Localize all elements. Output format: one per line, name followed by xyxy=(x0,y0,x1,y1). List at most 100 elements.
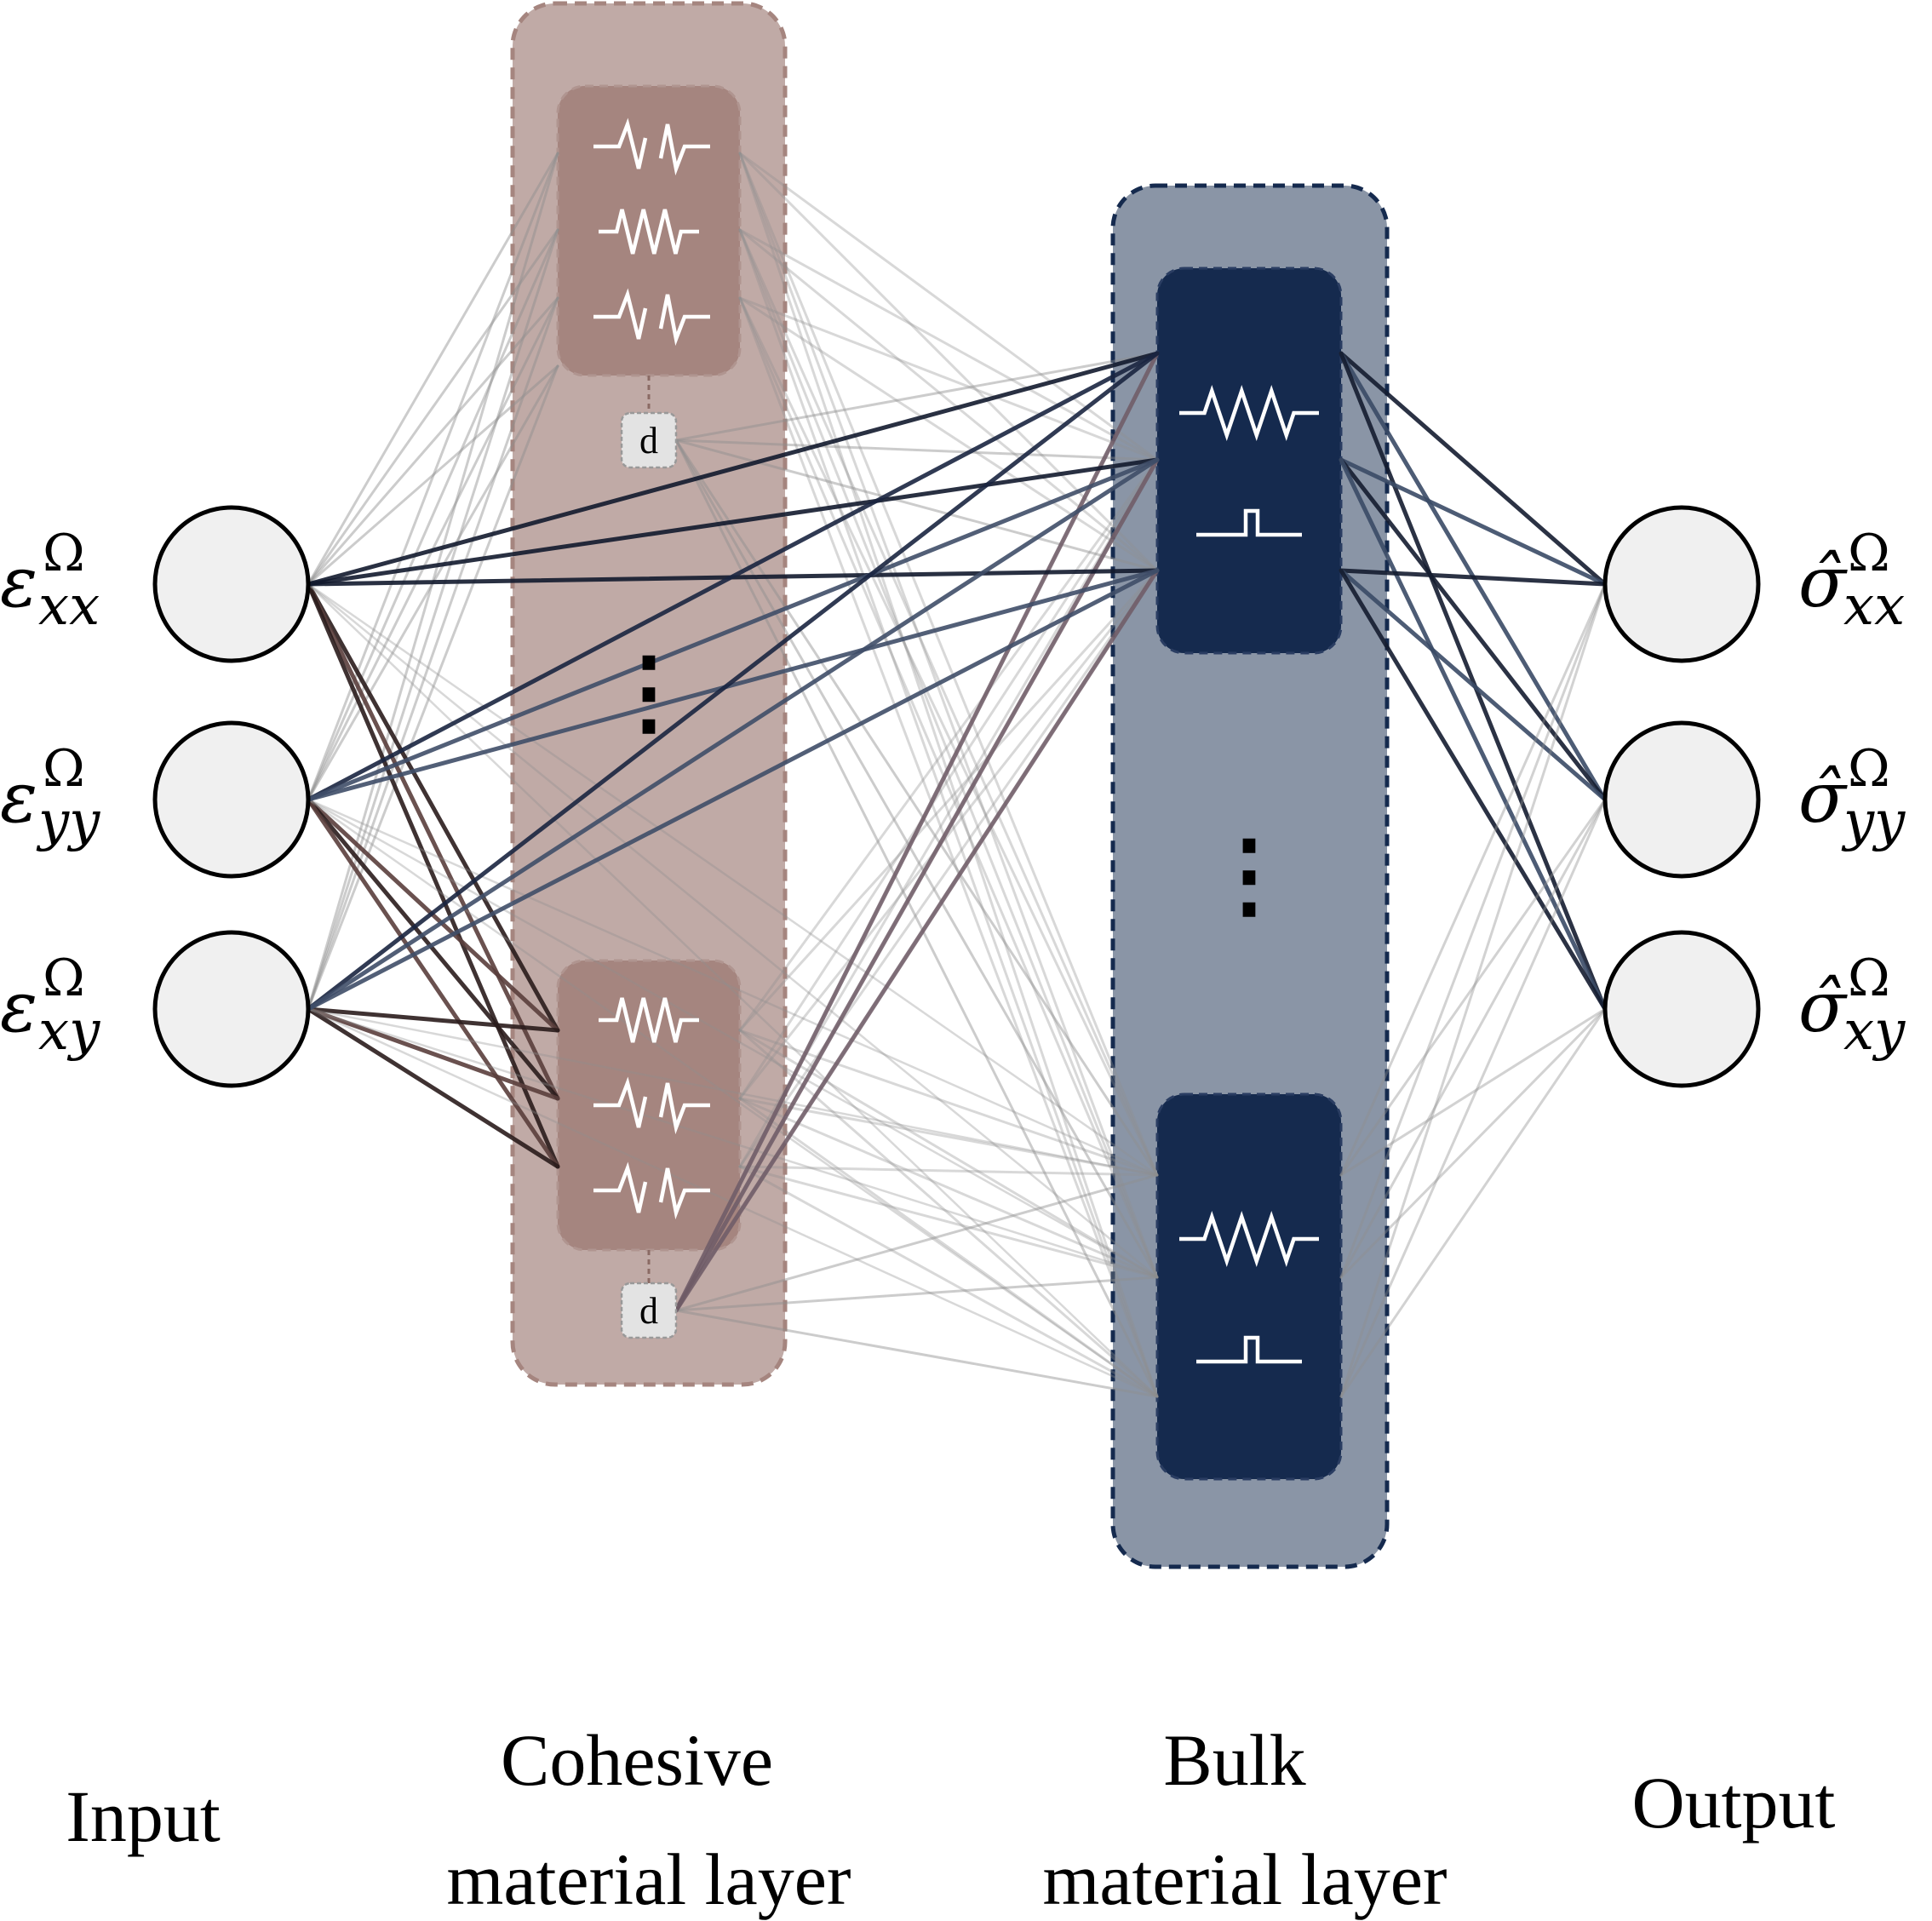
edge-strong xyxy=(306,457,1160,802)
edge-faint xyxy=(738,228,1159,1177)
edge-faint xyxy=(307,798,1159,1177)
edge-strong xyxy=(306,1006,560,1169)
edge-faint xyxy=(738,1165,1159,1279)
edge-strong xyxy=(306,568,1160,802)
input-node-xx xyxy=(152,505,311,663)
edge-strong xyxy=(674,568,1160,1313)
edge-faint xyxy=(307,152,559,801)
edge-faint xyxy=(738,152,1159,1279)
broken-spring-icon xyxy=(658,123,710,176)
edge-faint xyxy=(307,364,559,586)
input-node-yy xyxy=(152,720,311,879)
edge-strong xyxy=(1339,568,1608,802)
edge-faint xyxy=(307,582,1159,1398)
edge-faint xyxy=(307,296,559,586)
edge-faint xyxy=(738,296,1159,1279)
bulk-block-top xyxy=(1155,267,1343,655)
connection-edges xyxy=(306,152,1608,1398)
spring-icon xyxy=(1179,384,1319,442)
broken-spring-icon xyxy=(593,118,648,169)
edge-faint xyxy=(307,1007,1159,1177)
input-label-xy: ε Ω xy xyxy=(0,949,100,1063)
circuit-symbols xyxy=(593,118,1319,1364)
edge-faint xyxy=(738,228,1159,1279)
edge-faint xyxy=(307,1007,1159,1398)
edge-faint xyxy=(738,569,1159,1032)
edge-faint xyxy=(1339,798,1607,1279)
edge-faint xyxy=(738,228,1159,572)
edge-faint xyxy=(307,582,1159,1177)
edge-strong xyxy=(1339,568,1608,1012)
edge-faint xyxy=(738,228,1159,1398)
edge-faint xyxy=(738,458,1159,1100)
edge-faint xyxy=(738,1097,1159,1279)
svg-text:xy: xy xyxy=(38,1000,100,1063)
svg-text:yy: yy xyxy=(36,790,100,853)
edge-faint xyxy=(738,1097,1159,1398)
edge-faint xyxy=(307,228,559,1011)
output-label-xy: σ̂ Ω xy xyxy=(1798,949,1906,1063)
edge-faint xyxy=(1339,1007,1607,1398)
broken-spring-icon xyxy=(658,294,710,347)
edge-faint xyxy=(674,1276,1159,1312)
broken-spring-icon xyxy=(658,1082,710,1135)
edge-strong xyxy=(306,582,560,1101)
edge-faint xyxy=(738,296,1159,462)
dropout-box-top: d xyxy=(620,411,678,469)
edge-strong xyxy=(1339,457,1608,802)
broken-spring-icon xyxy=(593,1161,648,1213)
caption-cohesive-line1: Cohesive xyxy=(501,1719,773,1801)
edge-strong xyxy=(306,582,560,1169)
svg-text:Ω: Ω xyxy=(1848,949,1890,1008)
edge-strong xyxy=(674,457,1160,1313)
caption-input: Input xyxy=(66,1775,221,1857)
edge-faint xyxy=(738,1165,1159,1177)
svg-text:Ω: Ω xyxy=(43,949,85,1008)
caption-bulk-line1: Bulk xyxy=(1163,1719,1305,1801)
bulk-ellipsis: ⋮ xyxy=(1202,819,1296,929)
edge-strong xyxy=(306,1006,560,1101)
edge-strong xyxy=(306,568,1160,1012)
svg-text:xx: xx xyxy=(38,575,100,638)
edge-faint xyxy=(674,439,1159,1398)
step-slider-icon xyxy=(1196,1335,1302,1364)
edge-faint xyxy=(738,1097,1159,1177)
svg-text:Ω: Ω xyxy=(43,739,85,799)
svg-text:σ̂: σ̂ xyxy=(1798,542,1848,623)
edge-strong xyxy=(306,797,560,1169)
edge-faint xyxy=(1339,582,1607,1279)
svg-text:ε: ε xyxy=(0,542,37,623)
edge-faint xyxy=(738,152,1159,1177)
edge-faint xyxy=(1339,582,1607,1398)
bulk-block-bottom xyxy=(1155,1092,1343,1481)
edge-faint xyxy=(1339,798,1607,1177)
svg-text:σ̂: σ̂ xyxy=(1798,967,1848,1048)
dropout-box-bottom: d xyxy=(620,1282,678,1339)
edge-faint xyxy=(307,582,1159,1279)
edge-faint xyxy=(674,1309,1159,1398)
cohesive-ellipsis: ⋮ xyxy=(602,636,696,746)
edge-strong xyxy=(306,351,1160,1012)
broken-spring-icon xyxy=(593,288,648,340)
output-node-yy xyxy=(1602,720,1761,879)
edge-faint xyxy=(307,364,559,1011)
edge-faint xyxy=(307,152,559,586)
input-label-xx: ε Ω xx xyxy=(0,524,100,638)
output-node-xy xyxy=(1602,930,1761,1088)
spring-icon xyxy=(599,997,699,1043)
edge-faint xyxy=(307,1007,1159,1279)
svg-text:Ω: Ω xyxy=(1848,739,1890,799)
caption-bulk-line2: material layer xyxy=(1042,1838,1447,1920)
edge-faint xyxy=(738,1029,1159,1177)
edge-faint xyxy=(674,352,1159,442)
edge-faint xyxy=(1339,582,1607,1177)
edge-strong xyxy=(306,457,1160,1012)
svg-text:xx: xx xyxy=(1843,575,1905,638)
edge-strong xyxy=(1339,568,1608,587)
edge-faint xyxy=(1339,1007,1607,1279)
svg-text:Ω: Ω xyxy=(1848,524,1890,583)
output-node-xx xyxy=(1602,505,1761,663)
edge-faint xyxy=(738,569,1159,1168)
edge-faint xyxy=(674,439,1159,462)
